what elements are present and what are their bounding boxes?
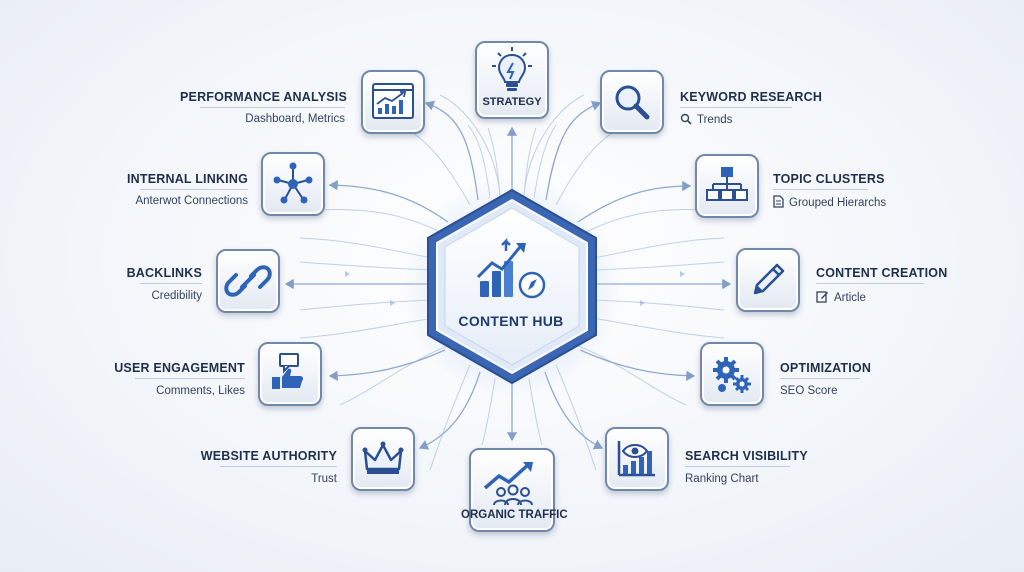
flow-chevrons	[345, 271, 685, 306]
website-authority-node[interactable]	[351, 427, 415, 491]
website-authority-sub: Trust	[311, 473, 337, 485]
user-engagement-label: USER ENGAGEMENT	[114, 361, 245, 375]
hub-label: CONTENT HUB	[458, 313, 564, 329]
search-visibility-node[interactable]	[605, 427, 669, 491]
backlinks-divider	[140, 283, 202, 284]
search-mini-icon	[680, 113, 692, 125]
internal-linking-label: INTERNAL LINKING	[126, 172, 248, 186]
keyword-research-sub-text: Trends	[697, 114, 733, 126]
organic-traffic-label: ORGANIC TRAFFIC	[461, 509, 568, 521]
edit-mini-icon	[816, 291, 828, 303]
performance-analysis-label: PERFORMANCE ANALYSIS	[180, 90, 347, 104]
flow-streams	[299, 94, 725, 471]
topic-clusters-node[interactable]	[695, 154, 759, 218]
strategy-label: STRATEGY	[482, 96, 542, 108]
user-engagement-node[interactable]	[258, 342, 322, 406]
optimization-sub: SEO Score	[780, 385, 838, 397]
performance-analysis-sub: Dashboard, Metrics	[245, 113, 345, 125]
crown-icon	[362, 441, 404, 474]
organic-traffic-node[interactable]: ORGANIC TRAFFIC	[461, 448, 568, 532]
chain-link-icon	[224, 265, 272, 297]
keyword-research-divider	[680, 107, 792, 108]
keyword-research-label: KEYWORD RESEARCH	[680, 90, 823, 104]
backlinks-node[interactable]	[216, 249, 280, 313]
dashboard-chart-icon	[372, 83, 414, 119]
optimization-divider	[780, 378, 860, 379]
content-creation-sub: Article	[816, 290, 866, 304]
people-trend-icon	[483, 462, 533, 506]
website-authority-divider	[220, 466, 337, 467]
content-creation-sub-text: Article	[834, 292, 866, 304]
optimization-node[interactable]	[700, 342, 764, 406]
pencil-icon	[753, 263, 785, 295]
performance-analysis-divider	[200, 107, 345, 108]
internal-linking-divider	[140, 189, 248, 190]
topic-clusters-divider	[773, 189, 868, 190]
backlinks-sub: Credibility	[151, 290, 203, 302]
network-icon	[273, 162, 313, 204]
connector-keyword	[545, 100, 602, 201]
keyword-research-node[interactable]	[600, 70, 664, 134]
user-engagement-divider	[135, 378, 245, 379]
chat-thumbs-up-icon	[272, 353, 304, 389]
search-visibility-divider	[685, 466, 790, 467]
hierarchy-icon	[706, 167, 748, 201]
magnifier-icon	[615, 85, 650, 120]
internal-linking-sub: Anterwot Connections	[135, 195, 248, 207]
strategy-node[interactable]: STRATEGY	[475, 41, 549, 119]
lightbulb-icon	[492, 47, 532, 91]
connector-performance	[424, 100, 479, 201]
user-engagement-sub: Comments, Likes	[156, 385, 245, 397]
internal-linking-node[interactable]	[261, 152, 325, 216]
keyword-research-sub: Trends	[680, 113, 732, 126]
gears-icon	[713, 357, 751, 393]
search-visibility-label: SEARCH VISIBILITY	[685, 449, 808, 463]
search-visibility-sub: Ranking Chart	[685, 473, 759, 485]
topic-clusters-label: TOPIC CLUSTERS	[773, 172, 885, 186]
topic-clusters-sub-text: Grouped Hierarchs	[789, 197, 887, 209]
content-creation-node[interactable]	[736, 248, 800, 312]
content-creation-label: CONTENT CREATION	[816, 266, 948, 280]
content-creation-divider	[816, 283, 924, 284]
backlinks-label: BACKLINKS	[126, 266, 202, 280]
growth-compass-icon	[476, 237, 546, 299]
eye-bar-chart-icon	[617, 441, 655, 477]
website-authority-label: WEBSITE AUTHORITY	[200, 449, 337, 463]
topic-clusters-sub: Grouped Hierarchs	[773, 195, 886, 209]
optimization-label: OPTIMIZATION	[780, 361, 872, 375]
performance-analysis-node[interactable]	[361, 70, 425, 134]
document-mini-icon	[773, 195, 784, 208]
